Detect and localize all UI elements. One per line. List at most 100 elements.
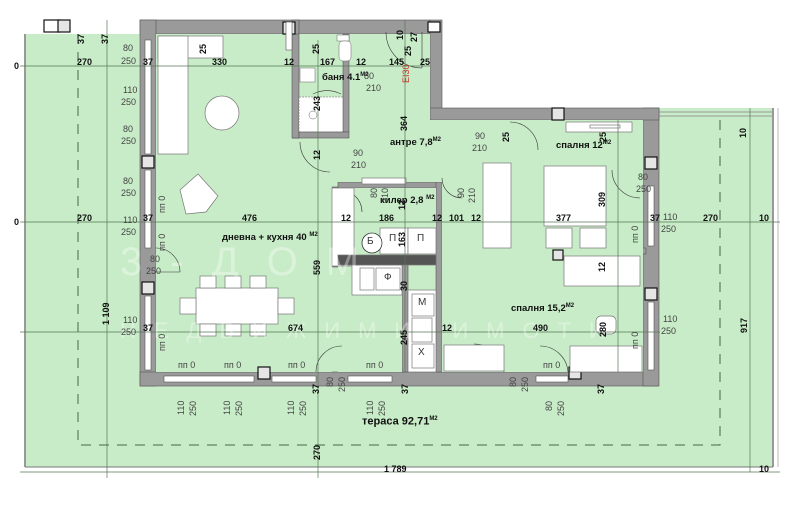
dim-label: 377 — [556, 213, 572, 223]
cooktop — [359, 267, 375, 291]
opening-height: 250 — [121, 188, 137, 198]
dim-label: 167 — [320, 57, 336, 67]
windows — [144, 21, 655, 383]
opening-width: 80 — [638, 172, 649, 182]
boiler-label: Б — [367, 236, 374, 247]
fridge1-label: П — [389, 233, 397, 244]
sill-label: пп 0 — [288, 360, 306, 370]
opening-height: 250 — [121, 136, 137, 146]
dim-label: 917 — [739, 317, 749, 333]
opening-width: 110 — [663, 314, 678, 324]
microwave-label: М — [418, 297, 427, 308]
dim-label: 10 — [759, 464, 770, 474]
opening-width: 80 — [325, 376, 335, 387]
dim-label: 12 — [397, 199, 407, 210]
freezer — [375, 267, 401, 291]
dim-label: 12 — [471, 213, 482, 223]
dim-label: 25 — [598, 131, 608, 142]
dim-label: 37 — [596, 383, 606, 394]
boiler — [361, 232, 383, 254]
opening-width: 110 — [222, 400, 232, 415]
opening-width: 80 — [364, 71, 375, 81]
dim-label: 12 — [442, 323, 453, 333]
sill-label: пп 0 — [157, 195, 167, 213]
room-label-bedroom2: спалня 15,2M2 — [511, 303, 575, 315]
opening-height: 250 — [146, 266, 162, 276]
dim-label: 270 — [77, 213, 93, 223]
sill-label: пп 0 — [224, 360, 242, 370]
dim-label: 27 — [409, 31, 419, 42]
dim-label: 245 — [399, 329, 409, 345]
watermark-logo: 3-ДОМ — [120, 240, 388, 284]
dim-label: 12 — [597, 261, 607, 272]
dim-label: 12 — [356, 57, 367, 67]
dim-label: 0 — [14, 217, 20, 227]
opening-height: 250 — [121, 227, 137, 237]
fire-rating-label: EI30 — [401, 64, 411, 83]
toilet — [338, 40, 352, 62]
dim-label: 10 — [738, 127, 748, 138]
bathtub — [298, 96, 347, 133]
desk — [569, 345, 643, 373]
dim-label: 37 — [400, 383, 410, 394]
room-label-hall: антре 7,8M2 — [390, 137, 441, 149]
dim-label: 280 — [598, 321, 608, 337]
opening-width: 90 — [456, 187, 466, 198]
wardrobe-bedroom1-top — [565, 121, 633, 133]
sill-label: пп 0 — [157, 233, 167, 251]
opening-height: 250 — [520, 376, 530, 392]
dimension-lines — [20, 20, 780, 478]
opening-width: 80 — [508, 376, 518, 387]
freezer-label: Ф — [384, 272, 392, 283]
opening-width: 80 — [369, 187, 379, 198]
door-swings — [155, 31, 641, 373]
bed-bedroom1 — [543, 165, 607, 227]
room-label-terrace: тераса 92,71M2 — [362, 415, 438, 428]
dim-label: 270 — [77, 57, 93, 67]
dim-label: 12 — [341, 213, 352, 223]
dim-label: 30 — [399, 280, 409, 291]
dim-label: 0 — [14, 61, 20, 71]
opening-width: 110 — [176, 400, 186, 415]
opening-height: 250 — [661, 224, 677, 234]
dim-label: 270 — [703, 213, 719, 223]
bath-sink — [299, 67, 316, 83]
dim-label: 37 — [143, 57, 154, 67]
dim-label: 330 — [212, 57, 228, 67]
dim-label: 37 — [100, 33, 110, 44]
opening-height: 250 — [661, 326, 677, 336]
opening-height: 250 — [121, 97, 137, 107]
dim-label: 37 — [143, 213, 154, 223]
opening-height: 250 — [121, 327, 137, 337]
interior-floor — [156, 34, 643, 372]
room-label-bedroom1: спалня 12M2 — [556, 140, 612, 152]
dim-label: 674 — [288, 323, 304, 333]
dim-label: 12 — [312, 149, 322, 160]
opening-height: 210 — [351, 160, 367, 170]
dim-label: 25 — [420, 57, 431, 67]
opening-height: 250 — [377, 400, 387, 416]
opening-height: 250 — [234, 400, 244, 416]
columns — [43, 19, 658, 380]
opening-width: 80 — [123, 43, 134, 53]
opening-height: 250 — [298, 400, 308, 416]
dim-label: 25 — [403, 45, 413, 56]
bed-bedroom2 — [563, 255, 641, 287]
terrace-dashed-outline — [77, 34, 721, 446]
opening-height: 250 — [556, 400, 566, 416]
room-label-bath: баня 4.1M2 — [322, 72, 369, 84]
opening-width: 80 — [544, 400, 554, 411]
dim-label: 186 — [379, 213, 395, 223]
opening-width: 110 — [123, 85, 138, 95]
opening-width: 80 — [123, 124, 134, 134]
dim-label: 12 — [432, 213, 443, 223]
opening-width: 90 — [353, 148, 364, 158]
fridge2-label: П — [417, 233, 425, 244]
dim-label: 37 — [143, 323, 154, 333]
kitchen-counter-left — [331, 187, 355, 267]
dryer-label: Х — [418, 347, 425, 358]
sofa — [157, 35, 189, 155]
dim-label: 1 789 — [384, 464, 407, 474]
sill-label: пп 0 — [157, 333, 167, 351]
